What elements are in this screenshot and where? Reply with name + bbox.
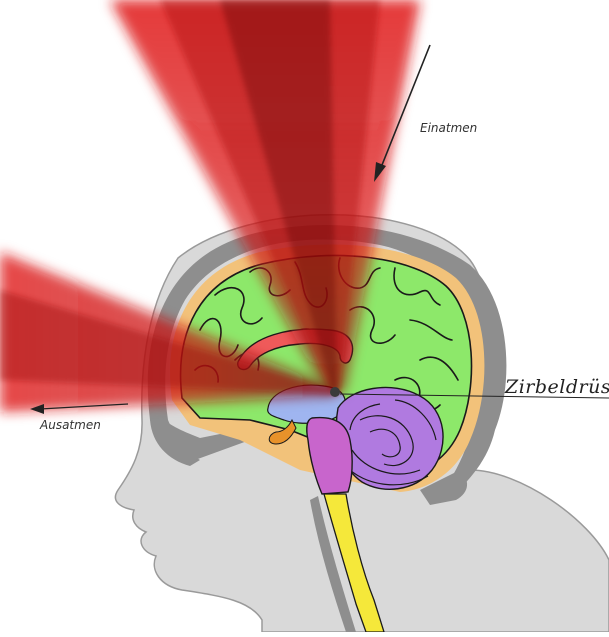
exhale-label: Ausatmen <box>40 418 101 432</box>
cerebellum <box>336 387 443 489</box>
pineal-gland <box>330 387 340 397</box>
pineal-gland-label: Zirbeldrüse <box>505 376 609 398</box>
inhale-label: Einatmen <box>420 121 477 135</box>
